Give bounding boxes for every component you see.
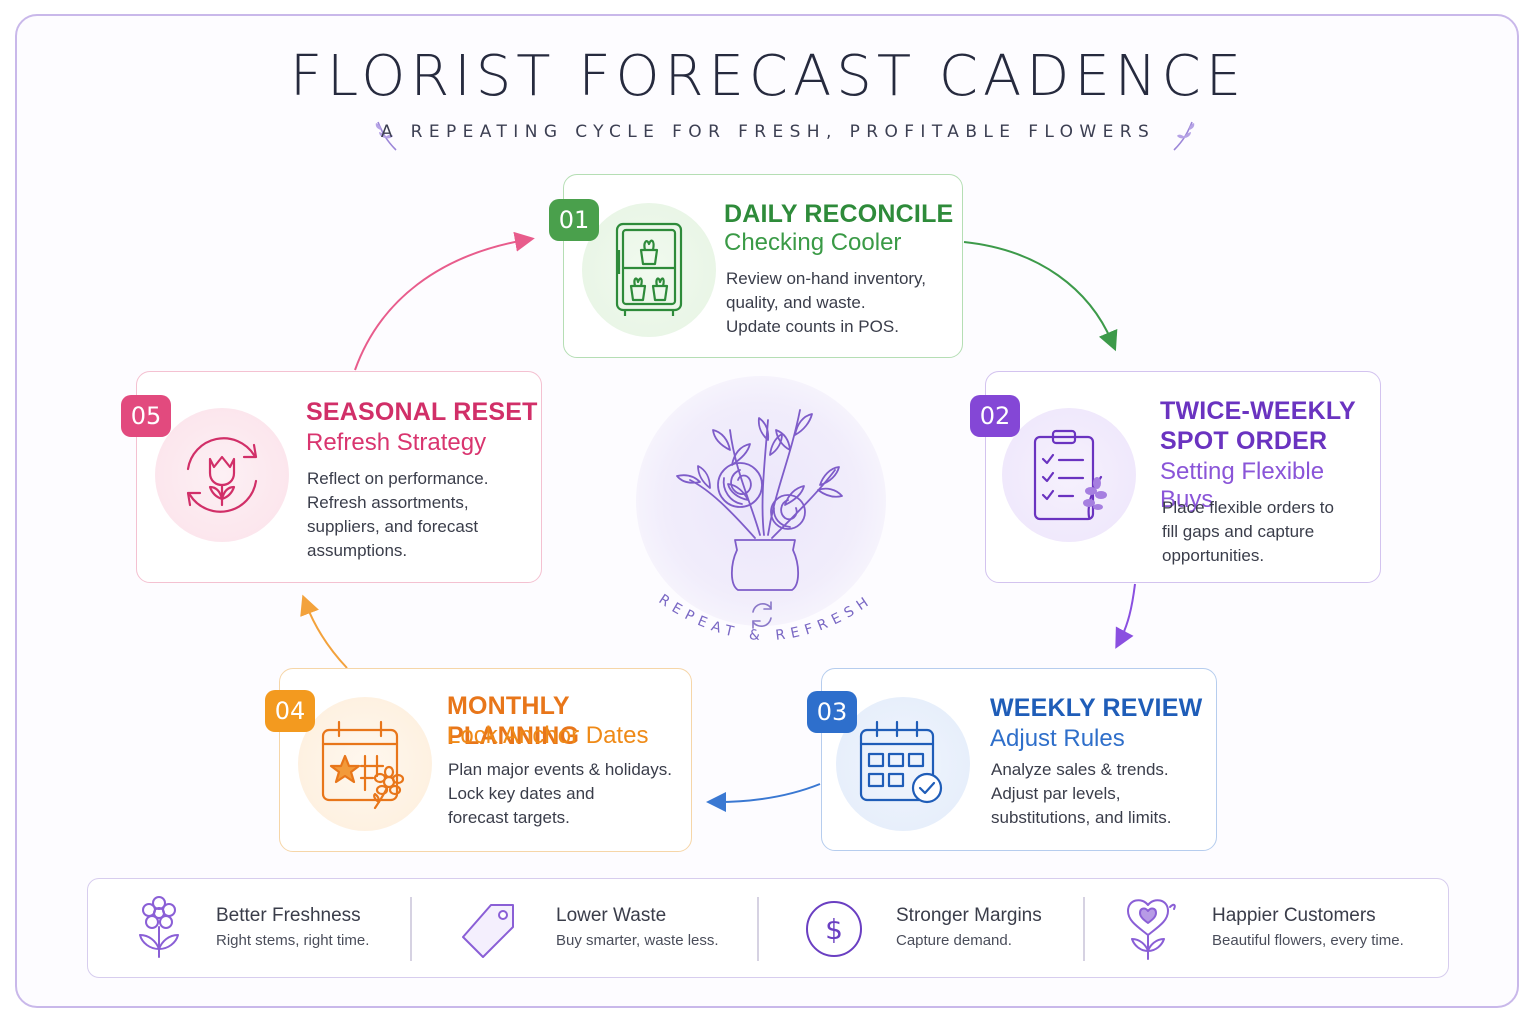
repeat-refresh-label: REPEAT & REFRESH (656, 592, 877, 645)
page-title: FLORIST FORECAST CADENCE (289, 44, 1247, 109)
arrow-1-to-2 (963, 241, 1118, 352)
step-title: SEASONAL RESET (306, 398, 538, 426)
benefit-title: Better Freshness (216, 905, 361, 926)
benefit-subtitle: Right stems, right time. (216, 932, 370, 949)
arrow-3-to-4 (706, 783, 821, 812)
benefit-divider (1083, 897, 1085, 961)
benefit-margins: $ Stronger Margins Capture demand. (758, 879, 1083, 979)
calendar-check-icon (859, 720, 943, 804)
heart-flower-icon (1127, 899, 1176, 960)
step-card-03: WEEKLY REVIEW Adjust Rules Analyze sales… (821, 668, 1217, 851)
step-title: WEEKLY REVIEW (990, 694, 1203, 722)
arrow-5-to-1 (354, 231, 535, 371)
cooler-icon-circle (582, 203, 716, 337)
step-badge-02: 02 (970, 395, 1020, 437)
flower-icon (139, 896, 179, 958)
step-badge-04: 04 (265, 690, 315, 732)
calendar-flower-icon (321, 720, 405, 810)
step-title: MONTHLY PLANNING (447, 692, 580, 750)
step-card-01: DAILY RECONCILE Checking Cooler Review o… (563, 174, 963, 358)
step-description: Reflect on performance.Refresh assortmen… (307, 469, 489, 560)
arrow-2-to-3 (1115, 583, 1136, 649)
benefit-subtitle: Capture demand. (896, 932, 1012, 949)
step-subtitle: Checking Cooler (724, 229, 902, 256)
svg-text:REPEAT & REFRESH: REPEAT & REFRESH (656, 592, 877, 645)
step-badge-03: 03 (807, 691, 857, 733)
step-card-05: SEASONAL RESET Refresh Strategy Reflect … (136, 371, 542, 583)
calendar-icon-circle (836, 697, 970, 831)
step-description: Plan major events & holidays.Lock key da… (448, 760, 672, 827)
benefit-title: Stronger Margins (896, 905, 1042, 926)
arrow-4-to-5 (300, 594, 348, 669)
benefit-divider (757, 897, 759, 961)
benefit-subtitle: Buy smarter, waste less. (556, 932, 719, 949)
step-subtitle: Setting Flexible Buys (1160, 458, 1325, 513)
benefit-title: Happier Customers (1212, 905, 1376, 926)
step-description: Analyze sales & trends.Adjust par levels… (991, 760, 1172, 827)
benefit-divider (410, 897, 412, 961)
clipboard-icon-circle (1002, 408, 1136, 542)
benefit-title: Lower Waste (556, 905, 667, 926)
benefit-customers: Happier Customers Beautiful flowers, eve… (1084, 879, 1448, 979)
benefit-freshness: Better Freshness Right stems, right time… (88, 879, 410, 979)
svg-text:$: $ (825, 913, 843, 946)
clipboard-icon (1033, 429, 1107, 521)
benefit-subtitle: Beautiful flowers, every time. (1212, 932, 1404, 949)
tulip-cycle-icon (186, 437, 258, 513)
calendar-flower-icon-circle (298, 697, 432, 831)
step-subtitle: Lock Anchor Dates (447, 722, 649, 749)
step-subtitle: Adjust Rules (990, 725, 1125, 752)
benefit-waste: Lower Waste Buy smarter, waste less. (411, 879, 756, 979)
benefits-bar: Better Freshness Right stems, right time… (87, 878, 1449, 978)
step-badge-01: 01 (549, 199, 599, 241)
step-description: Review on-hand inventory,quality, and wa… (726, 269, 927, 336)
page-subtitle: A REPEATING CYCLE FOR FRESH, PROFITABLE … (380, 122, 1156, 142)
step-card-04: MONTHLY PLANNING Lock Anchor Dates Plan … (279, 668, 692, 852)
left-sprig-icon (375, 121, 397, 151)
step-title: DAILY RECONCILE (724, 200, 954, 228)
dollar-icon: $ (806, 901, 862, 957)
step-badge-05: 05 (121, 395, 171, 437)
cooler-icon (615, 222, 683, 316)
step-subtitle: Refresh Strategy (306, 429, 487, 456)
flower-vase-icon (676, 409, 843, 629)
tulip-cycle-icon-circle (155, 408, 289, 542)
price-tag-icon (462, 904, 514, 958)
right-sprig-icon (1173, 121, 1195, 151)
center-halo (636, 376, 886, 626)
